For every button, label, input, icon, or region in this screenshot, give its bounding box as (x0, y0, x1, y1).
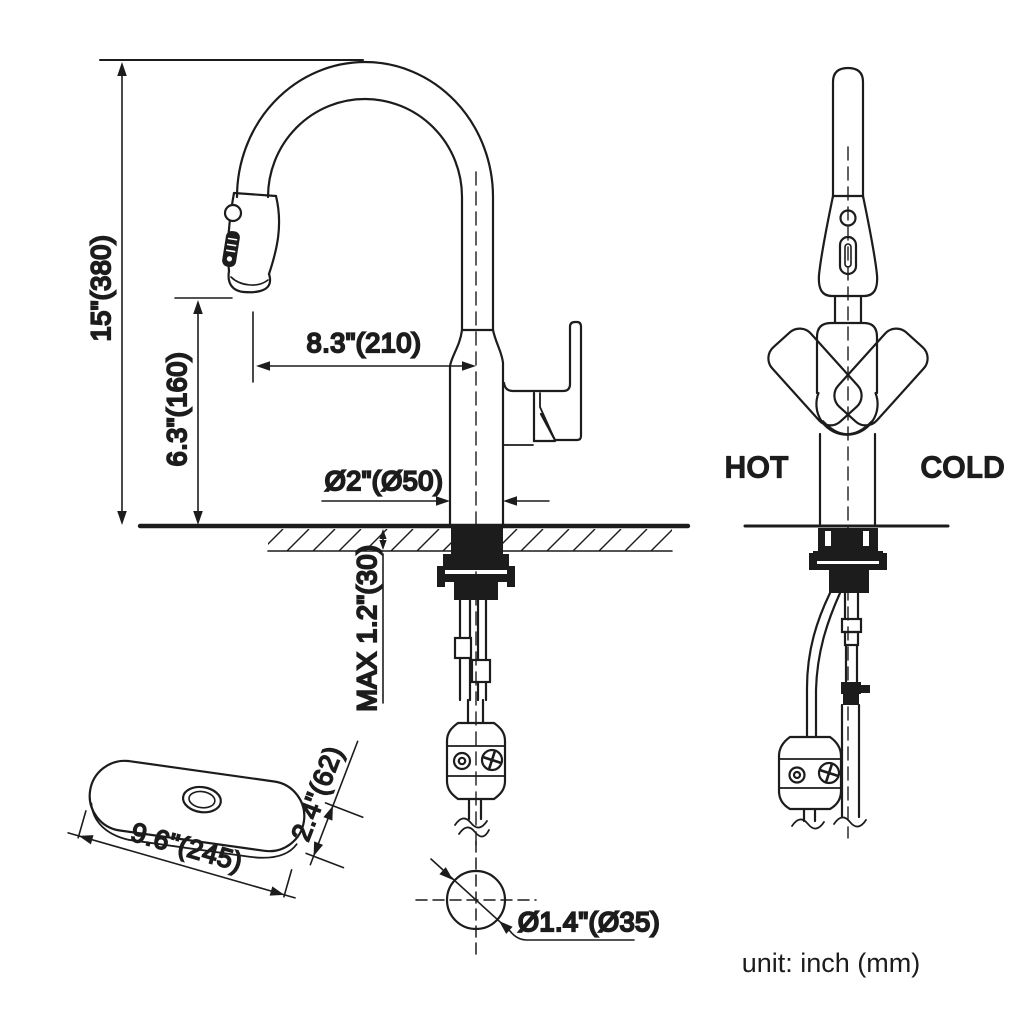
spray-head-button-icon (223, 203, 243, 223)
spray-head-side (222, 191, 281, 294)
deck-plate-thickness-edge (90, 802, 298, 859)
hose-break-front1 (791, 818, 825, 830)
weight-phillips-front-icon (817, 761, 841, 785)
faucet-body-left-edge (448, 328, 464, 528)
supply-hoses-side (453, 598, 492, 725)
hose-ends-front (802, 807, 817, 823)
spray-slot-front-icon (838, 235, 858, 276)
weight-screw-front-icon (788, 766, 806, 784)
faucet-body-right-edge (491, 328, 505, 528)
hose-break-squiggle (454, 817, 488, 829)
faucet-neck-front (833, 294, 863, 325)
cold-label: COLD (921, 452, 1006, 484)
hose-weight-side (445, 721, 507, 801)
mounting-shank-side (437, 528, 515, 600)
spout-arch-inner (266, 97, 464, 332)
dimension-lines-side (99, 59, 550, 704)
weight-phillips-screw-icon (480, 748, 504, 772)
spray-button-front-icon (839, 209, 857, 227)
spray-wand-front (831, 66, 865, 199)
handle-cold-position (833, 327, 929, 427)
hot-label: HOT (725, 452, 789, 484)
spray-toggle-icon (222, 230, 240, 268)
dim-spray-head-height: 6.3"(160) (162, 352, 192, 467)
faucet-body-front (815, 321, 879, 395)
hole-diameter-leader (430, 858, 635, 941)
hose-break-front2 (833, 816, 867, 828)
deck-plate-hole (181, 785, 222, 814)
faucet-side-view: 15"(380) 6.3"(160) 8.3"(210) Ø2"(Ø50) MA… (85, 59, 691, 846)
deck-plate-outline (88, 759, 306, 853)
deck-plate-view: 9.6"(245) 2.4"(62) (67, 740, 364, 900)
spray-head-front (817, 194, 879, 298)
hoses-front (805, 591, 870, 819)
unit-note: unit: inch (mm) (742, 948, 921, 978)
dim-max-counter-thickness: MAX 1.2"(30) (352, 544, 382, 711)
hose-break-squiggle2 (458, 826, 490, 838)
mounting-shank-front (809, 528, 887, 593)
mounting-hole-view: Ø1.4"(Ø35) (415, 840, 661, 960)
spout-arch-outer (235, 60, 495, 332)
dim-spout-reach: 8.3"(210) (307, 328, 422, 358)
weight-screw-icon (452, 751, 472, 771)
handle-hot-position (767, 327, 863, 427)
dim-hole-diameter: Ø1.4"(Ø35) (518, 907, 660, 937)
hose-weight-front (777, 735, 843, 811)
faucet-front-view: HOT COLD (724, 66, 1006, 839)
dim-base-diameter: Ø2"(Ø50) (325, 466, 444, 496)
faucet-handle-side (502, 320, 583, 446)
dim-deck-plate-length: 9.6"(245) (128, 817, 246, 877)
dim-overall-height: 15"(380) (86, 235, 116, 342)
faucet-base-front (818, 432, 877, 527)
hose-end-side (467, 797, 483, 821)
